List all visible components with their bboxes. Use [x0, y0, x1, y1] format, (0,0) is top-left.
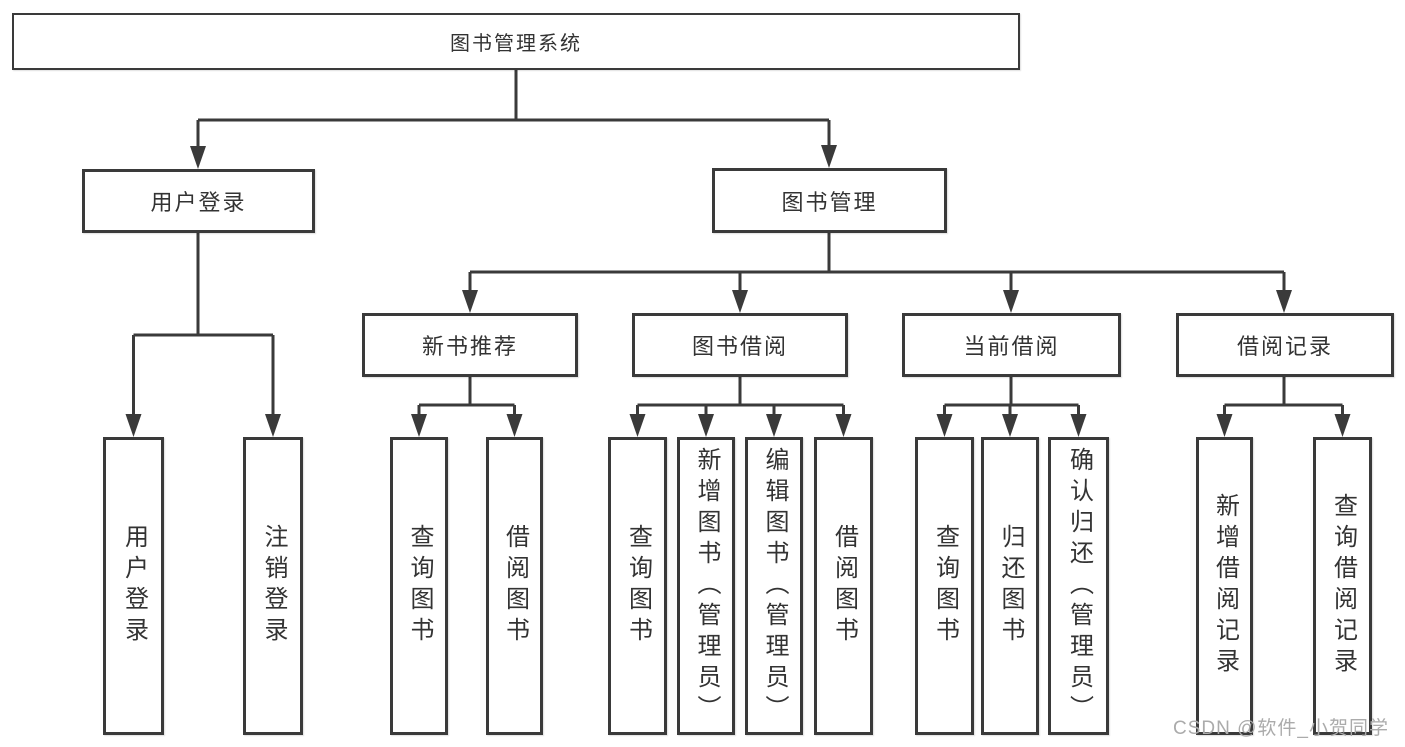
node-label: 新增借阅记录: [1211, 493, 1239, 679]
leaf-query-books-borrowing: 查询图书: [608, 437, 667, 735]
leaf-borrow-books: 借阅图书: [814, 437, 873, 735]
node-label: 借阅图书: [830, 524, 858, 648]
node-current-borrowing: 当前借阅: [902, 313, 1121, 377]
node-library-management-system: 图书管理系统: [12, 13, 1020, 70]
node-label: 图书管理: [781, 189, 878, 215]
leaf-edit-books-admin: 编辑图书（管理员）: [745, 437, 803, 735]
node-label: 查询图书: [406, 524, 433, 648]
node-label: 编辑图书（管理员）: [761, 446, 788, 726]
node-label: 用户登录: [150, 190, 247, 215]
node-label: 注销登录: [260, 524, 287, 648]
leaf-logout-login: 注销登录: [243, 437, 303, 735]
node-label: 查询借阅记录: [1329, 493, 1357, 679]
leaf-query-books-current: 查询图书: [915, 437, 974, 735]
node-label: 新书推荐: [421, 334, 518, 359]
node-label: 确认归还（管理员）: [1065, 446, 1093, 726]
node-new-book-recommend: 新书推荐: [362, 313, 578, 377]
node-user-login: 用户登录: [82, 169, 315, 233]
node-label: 查询图书: [624, 524, 652, 648]
node-book-management: 图书管理: [712, 168, 947, 233]
node-label: 借阅图书: [501, 524, 529, 648]
node-label: 查询图书: [931, 524, 959, 648]
node-label: 新增图书（管理员）: [693, 446, 720, 726]
node-label: 当前借阅: [963, 334, 1060, 359]
leaf-user-login: 用户登录: [103, 437, 164, 735]
node-label: 借阅记录: [1236, 334, 1333, 359]
node-label: 图书管理系统: [450, 33, 582, 55]
leaf-add-borrow-record: 新增借阅记录: [1196, 437, 1253, 735]
leaf-confirm-return-admin: 确认归还（管理员）: [1048, 437, 1109, 735]
node-book-borrowing: 图书借阅: [632, 313, 848, 377]
leaf-query-borrow-record: 查询借阅记录: [1313, 437, 1372, 735]
leaf-query-books-recommend: 查询图书: [390, 437, 448, 735]
leaf-return-books: 归还图书: [981, 437, 1039, 735]
leaf-borrow-books-recommend: 借阅图书: [486, 437, 543, 735]
node-borrow-records: 借阅记录: [1176, 313, 1394, 377]
leaf-add-books-admin: 新增图书（管理员）: [677, 437, 735, 735]
arrowhead-icons: [125, 145, 1351, 437]
node-label: 图书借阅: [691, 334, 788, 359]
node-label: 用户登录: [120, 524, 148, 648]
node-label: 归还图书: [997, 524, 1024, 648]
